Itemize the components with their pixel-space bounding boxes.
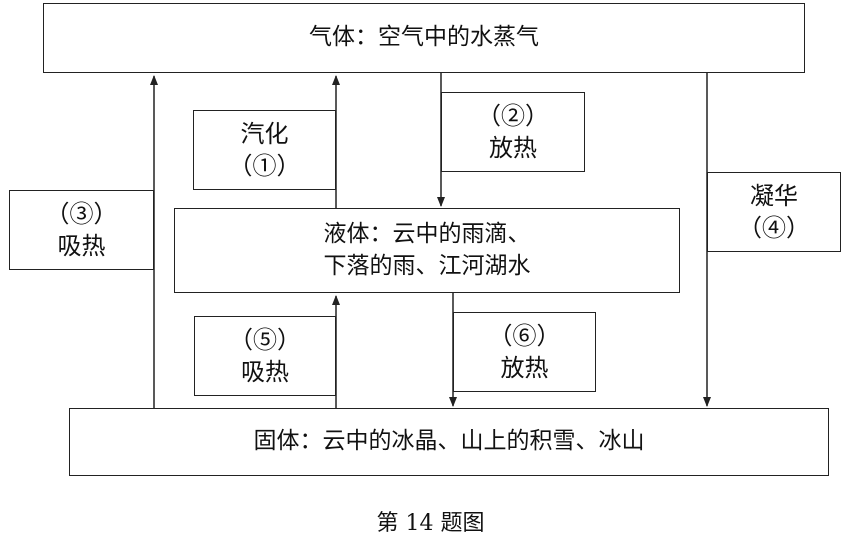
label-2-line-a: （②） xyxy=(477,101,549,130)
label-release-heat-2: （②） 放热 xyxy=(441,92,585,172)
liquid-state-box: 液体：云中的雨滴、 下落的雨、江河湖水 xyxy=(174,208,680,293)
label-deposition-4: 凝华 （④） xyxy=(707,172,841,252)
liquid-state-label-line1: 液体：云中的雨滴、 xyxy=(323,221,531,248)
label-4-line-a: 凝华 xyxy=(750,181,798,210)
label-6-line-b: 放热 xyxy=(500,354,549,382)
label-absorb-heat-5: （⑤） 吸热 xyxy=(194,316,336,396)
label-6-line-a: （⑥） xyxy=(488,321,561,350)
label-3-line-a: （③） xyxy=(45,199,118,228)
label-4-line-b: （④） xyxy=(738,214,810,242)
figure-caption: 第 14 题图 xyxy=(376,511,485,536)
label-1-line-b: （①） xyxy=(228,152,301,180)
label-2-line-b: 放热 xyxy=(489,134,537,162)
label-5-line-b: 吸热 xyxy=(241,358,289,386)
label-1-line-a: 汽化 xyxy=(240,119,289,148)
gas-state-label: 气体：空气中的水蒸气 xyxy=(309,24,539,51)
liquid-state-label-line2: 下落的雨、江河湖水 xyxy=(323,252,531,279)
label-5-line-a: （⑤） xyxy=(229,325,301,354)
solid-state-box: 固体：云中的冰晶、山上的积雪、冰山 xyxy=(69,408,829,476)
gas-state-box: 气体：空气中的水蒸气 xyxy=(43,3,805,73)
label-vaporization-1: 汽化 （①） xyxy=(193,110,336,190)
label-absorb-heat-3: （③） 吸热 xyxy=(9,190,154,270)
solid-state-label: 固体：云中的冰晶、山上的积雪、冰山 xyxy=(253,428,645,455)
label-release-heat-6: （⑥） 放热 xyxy=(453,312,596,392)
label-3-line-b: 吸热 xyxy=(57,232,106,260)
